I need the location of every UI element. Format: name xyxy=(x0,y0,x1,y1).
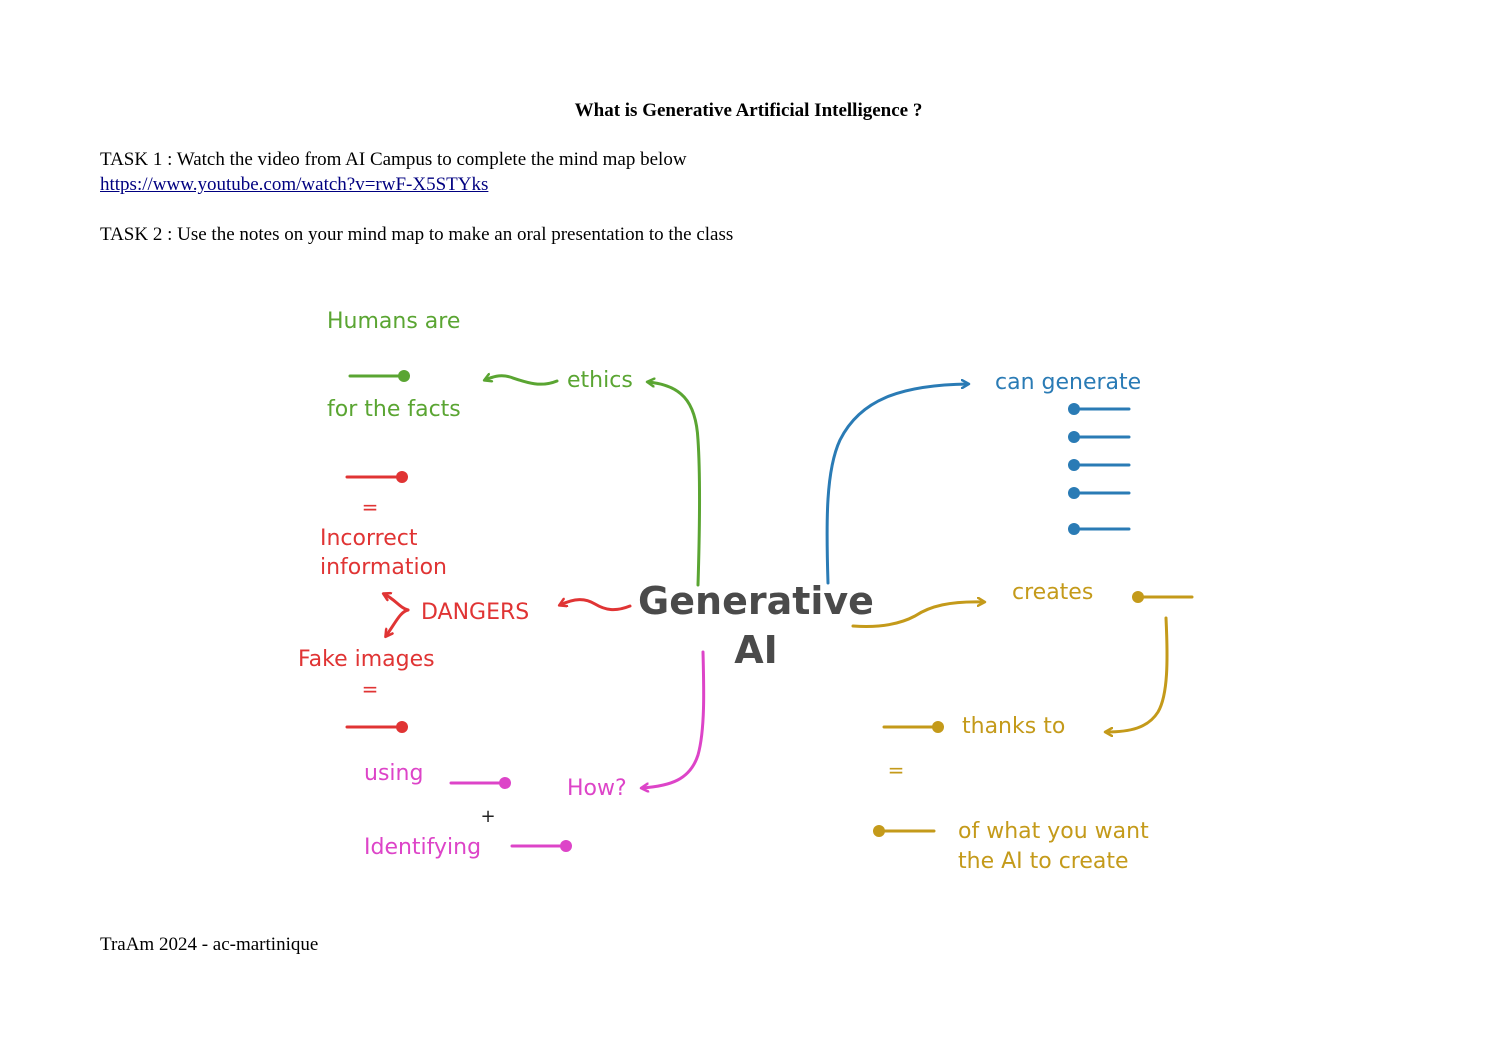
can-generate-branch: can generate xyxy=(825,370,1141,585)
generate-blank-dot-5 xyxy=(1068,523,1080,535)
how-branch: How? using + Identifying xyxy=(364,650,706,860)
identifying-text: Identifying xyxy=(364,835,481,860)
want-text-line2: the AI to create xyxy=(958,849,1129,874)
using-blank-dot xyxy=(499,777,511,789)
task-2-text: TASK 2 : Use the notes on your mind map … xyxy=(100,224,734,245)
using-text: using xyxy=(364,761,423,786)
dangers-equals-2: = xyxy=(362,677,379,701)
video-link[interactable]: https://www.youtube.com/watch?v=rwF-X5ST… xyxy=(100,174,489,195)
ethics-blank-dot xyxy=(398,370,410,382)
how-connector xyxy=(642,650,706,788)
task-1-text: TASK 1 : Watch the video from AI Campus … xyxy=(100,149,687,170)
can-generate-label: can generate xyxy=(995,370,1141,395)
ethics-sub-arrow xyxy=(485,376,559,386)
incorrect-text-line2: information xyxy=(320,555,447,580)
footer-credit: TraAm 2024 - ac-martinique xyxy=(100,934,319,955)
center-label-line2: AI xyxy=(734,628,778,672)
for-the-facts-text: for the facts xyxy=(327,397,461,422)
fake-images-text: Fake images xyxy=(298,647,435,672)
creates-label: creates xyxy=(1012,580,1093,605)
dangers-branch: DANGERS = Incorrect information Fake ima… xyxy=(298,471,632,733)
generate-blank-dot-2 xyxy=(1068,431,1080,443)
dangers-connector xyxy=(560,600,632,612)
incorrect-text-line1: Incorrect xyxy=(320,526,418,551)
center-label-line1: Generative xyxy=(638,579,874,623)
want-text-line1: of what you want xyxy=(958,819,1149,844)
how-label: How? xyxy=(567,776,627,801)
dangers-blank-dot-2 xyxy=(396,721,408,733)
page-title: What is Generative Artificial Intelligen… xyxy=(574,100,923,121)
dangers-label: DANGERS xyxy=(421,600,529,625)
creates-equals: = xyxy=(888,758,905,782)
dangers-blank-dot-1 xyxy=(396,471,408,483)
generate-blank-dot-1 xyxy=(1068,403,1080,415)
plus-sign: + xyxy=(480,806,495,827)
ethics-connector xyxy=(648,382,701,587)
thanks-to-connector xyxy=(1106,616,1169,732)
dangers-split-down xyxy=(386,608,410,636)
humans-are-text: Humans are xyxy=(327,309,460,334)
dangers-equals-1: = xyxy=(362,495,379,519)
identifying-blank-dot xyxy=(560,840,572,852)
creates-branch: creates thanks to = of what you want the… xyxy=(851,580,1194,874)
dangers-split-up xyxy=(384,594,410,612)
ethics-label: ethics xyxy=(567,368,633,393)
generate-blank-dot-4 xyxy=(1068,487,1080,499)
thanks-to-label: thanks to xyxy=(962,714,1065,739)
thanks-to-blank-dot xyxy=(932,721,944,733)
can-generate-connector xyxy=(825,384,968,585)
ethics-branch: ethics Humans are for the facts xyxy=(327,309,701,587)
generate-blank-dot-3 xyxy=(1068,459,1080,471)
creates-connector xyxy=(851,602,984,628)
